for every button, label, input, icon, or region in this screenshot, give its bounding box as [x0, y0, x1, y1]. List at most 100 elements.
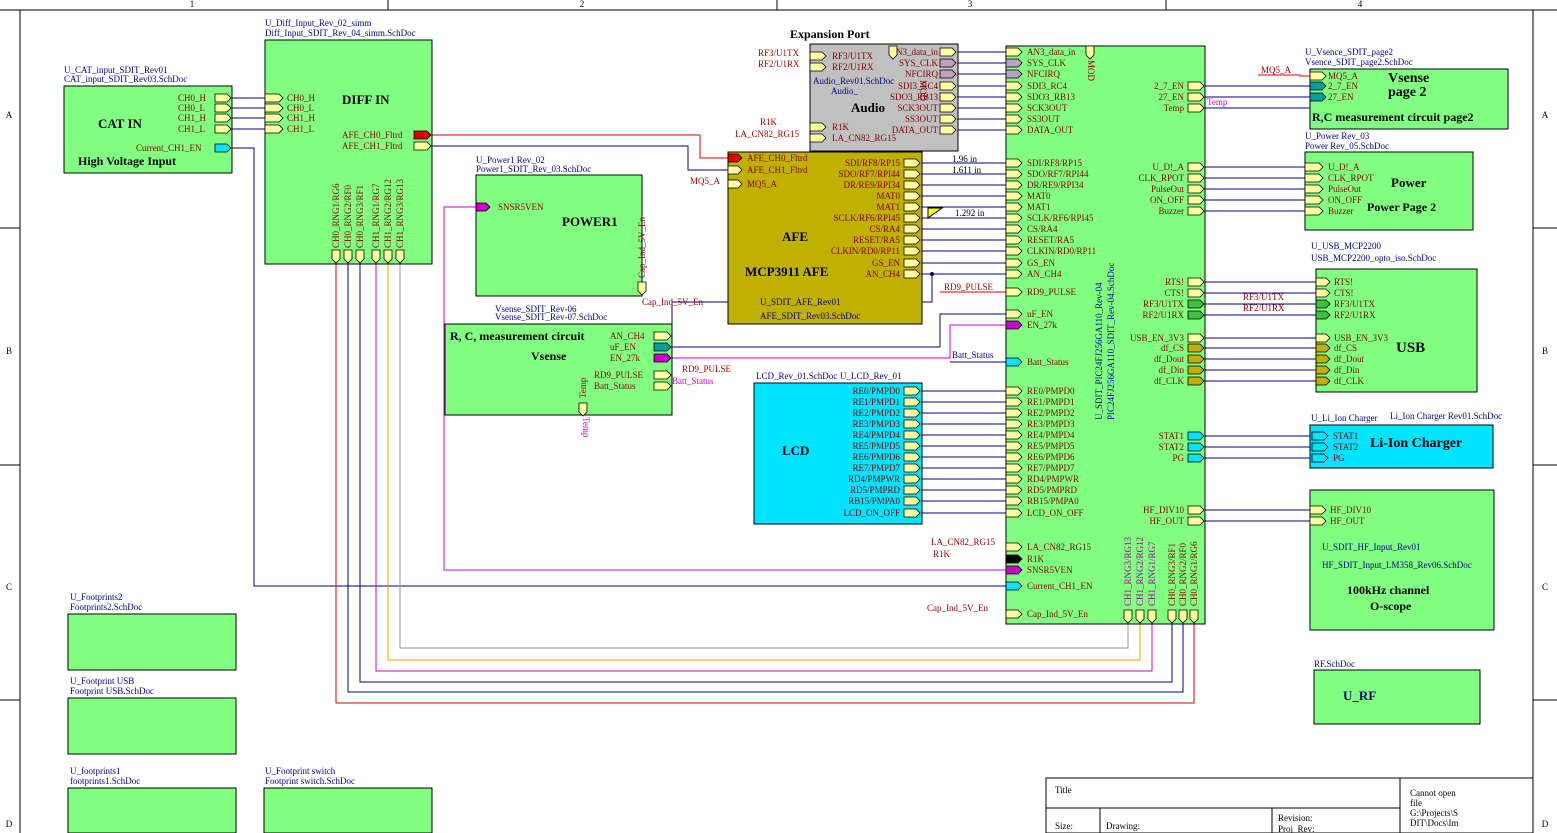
- liion-port-label: PG: [1333, 453, 1345, 463]
- mcu-port-label: HF_DIV10: [1143, 505, 1185, 515]
- mcu-port-label: HF_OUT: [1149, 516, 1184, 526]
- mcu-port: [1005, 565, 1023, 575]
- net-label-cap-p: Cap_Ind_5V_En: [642, 297, 703, 307]
- mcu-port-label: CS/RA4: [1027, 224, 1058, 234]
- afe-port: [903, 224, 921, 234]
- mcu-port-bottom-label: CH1_RNG1/RG7: [1147, 541, 1157, 606]
- mcu-port-label: RE6/PMPD6: [1027, 452, 1075, 462]
- afe-port-label: AFE_CH1_Fltrd: [747, 165, 808, 175]
- power2-port: [1304, 173, 1324, 183]
- afe-port: [727, 153, 743, 163]
- afe-port-label: MAT1: [876, 202, 900, 212]
- usb-port: [1315, 288, 1331, 298]
- mcu-port-bottom: [1123, 609, 1133, 624]
- vsense-port: [653, 370, 672, 380]
- audio-port-label: RF3/U1TX: [832, 51, 874, 61]
- diff-in-port-bottom-label: CH0_RNG3/RF1: [355, 185, 365, 248]
- mcu-port-label: LCD_ON_OFF: [1027, 508, 1084, 518]
- vsense2-port: [1309, 92, 1327, 102]
- mcu-port-label: SCLK/RF6/RPI45: [1027, 213, 1094, 223]
- mcu-port: [1005, 474, 1023, 484]
- power2-port-label: U_D!_A: [1328, 162, 1360, 172]
- diff-in-port-bottom: [371, 249, 381, 264]
- mcu-port-label: DATA_OUT: [1027, 125, 1074, 135]
- audio-title: Audio: [851, 100, 885, 115]
- block-rf: [1313, 669, 1481, 725]
- mcu-port-label: 27_EN: [1159, 92, 1185, 102]
- audio-port-label: SYS_CLK: [899, 58, 939, 68]
- usb-port: [1315, 333, 1331, 343]
- cat-in-port-label: CH1_H: [178, 113, 207, 123]
- block-diff-in: [264, 39, 433, 265]
- usb-port-label: df_CLK: [1334, 376, 1364, 386]
- dimension-1: 1.96 in: [952, 154, 978, 164]
- mcu-port: [1005, 463, 1023, 473]
- mcu-port: [1005, 224, 1023, 234]
- mcu-port-label: CTS!: [1164, 288, 1184, 298]
- mcu-port-label: PG: [1172, 453, 1184, 463]
- power2-designator: U_Power Rev_03: [1305, 131, 1370, 141]
- mcu-port-label: ON_OFF: [1150, 195, 1184, 205]
- vsense-port: [653, 331, 672, 341]
- junction-dot: [930, 272, 934, 276]
- title-block-note-1: Cannot open: [1410, 788, 1456, 798]
- diff-in-file: Diff_Input_SDIT_Rev_04_simm.SchDoc: [265, 28, 416, 38]
- afe-port-label: MAT0: [876, 191, 900, 201]
- lcd-port: [903, 508, 921, 518]
- vsense2-port-label: MQ5_A: [1328, 71, 1359, 81]
- mcu-port: [1005, 320, 1023, 330]
- mcu-port-bottom-label: CH0_RNG1/RG6: [1189, 541, 1199, 606]
- diff-in-port-bottom: [395, 249, 405, 264]
- mcu-port: [1005, 258, 1023, 268]
- mcu-port: [1187, 81, 1205, 91]
- block-power2: [1304, 151, 1474, 231]
- mcu-port: [1187, 195, 1205, 205]
- title-block-revision: Revision:: [1278, 813, 1313, 823]
- wire-range: [375, 264, 1153, 672]
- block-audio: [809, 43, 959, 152]
- vsense2-subtitle: R,C measurement circuit page2: [1312, 110, 1474, 124]
- hf-title: 100kHz channel: [1347, 583, 1430, 597]
- audio-port: [809, 51, 827, 61]
- block-fpsw: [263, 787, 433, 833]
- diff-in-port-label: AFE_CH0_Fltrd: [342, 130, 403, 140]
- audio-port-label: LA_CN82_RG15: [832, 133, 897, 143]
- title-block-title: Title: [1055, 785, 1072, 795]
- vsense-port-label: RD9_PULSE: [594, 370, 644, 380]
- mcu-port: [1005, 191, 1023, 201]
- usb-title: USB: [1396, 340, 1425, 356]
- mcu-mod: MOD: [1086, 60, 1096, 82]
- mcu-port-label: MAT0: [1027, 191, 1051, 201]
- cat-in-subtitle: High Voltage Input: [78, 154, 176, 168]
- block-fp2: [67, 613, 237, 671]
- mcu-port-label: RF2/U1RX: [1142, 310, 1184, 320]
- liion-designator: U_Li_Ion Charger: [1311, 413, 1378, 423]
- cat-in-port-label: Current_CH1_EN: [136, 143, 202, 153]
- wire-current-ch1-en: [232, 147, 1006, 587]
- audio-port: [939, 69, 957, 79]
- mcu-port: [1005, 114, 1023, 124]
- audio-port-label: SCK3OUT: [897, 103, 938, 113]
- hf-port: [1309, 505, 1327, 515]
- mcu-port-bottom: [1135, 609, 1145, 624]
- net-label-temp-v: Temp: [581, 417, 591, 438]
- mcu-port: [1187, 505, 1205, 515]
- audio-file: Audio_: [831, 86, 859, 96]
- net-label-rf2: RF2/U1RX: [758, 59, 800, 69]
- dimension-3: 1.292 in: [955, 208, 985, 218]
- vsense2-title: Vsense: [1388, 71, 1429, 86]
- afe-designator: U_SDIT_AFE_Rev01: [760, 297, 841, 307]
- audio-port: [939, 58, 957, 68]
- mcu-port-label: df_CLK: [1154, 376, 1184, 386]
- mcu-port-label: AN_CH4: [1027, 269, 1062, 279]
- power1-port-label: Cap_Ind_5V_En: [637, 217, 647, 278]
- mcu-port: [1005, 408, 1023, 418]
- mcu-port: [1005, 125, 1023, 135]
- cat-in-port-label: CH0_L: [178, 103, 205, 113]
- wire-afe-ch1: [432, 145, 728, 171]
- diff-in-title: DIFF IN: [342, 92, 390, 107]
- lcd-title: LCD: [782, 443, 809, 458]
- mcu-port: [1187, 376, 1205, 386]
- wire-en-27k: [672, 324, 1006, 359]
- audio-designator: Audio_Rev01.SchDoc: [813, 76, 894, 86]
